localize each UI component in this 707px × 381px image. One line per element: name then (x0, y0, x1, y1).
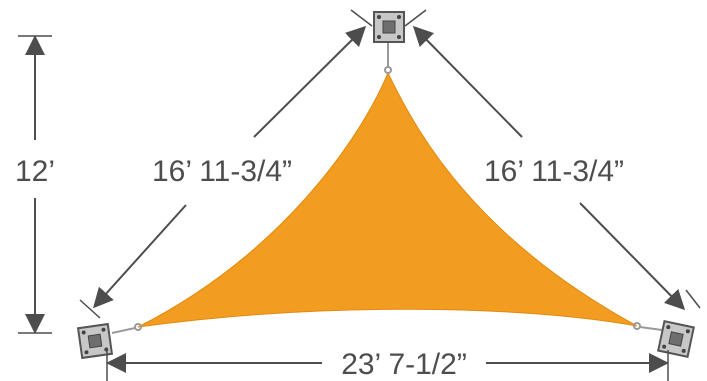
mount-plate-icon (657, 320, 695, 358)
height-label: 12’ (15, 155, 55, 188)
corner-hardware (111, 42, 663, 334)
sail-triangle (137, 71, 638, 328)
left-side-arrow-lower (92, 204, 187, 309)
left-side-arrow-upper (253, 25, 367, 138)
left-side-label: 16’ 11-3/4” (152, 155, 292, 188)
right-side-label: 16’ 11-3/4” (484, 155, 624, 188)
right-side-arrow-upper (412, 25, 523, 138)
right-side-arrow-lower (579, 202, 686, 311)
base-label: 23’ 7-1/2” (341, 348, 467, 381)
mount-plate-icon (373, 11, 405, 43)
